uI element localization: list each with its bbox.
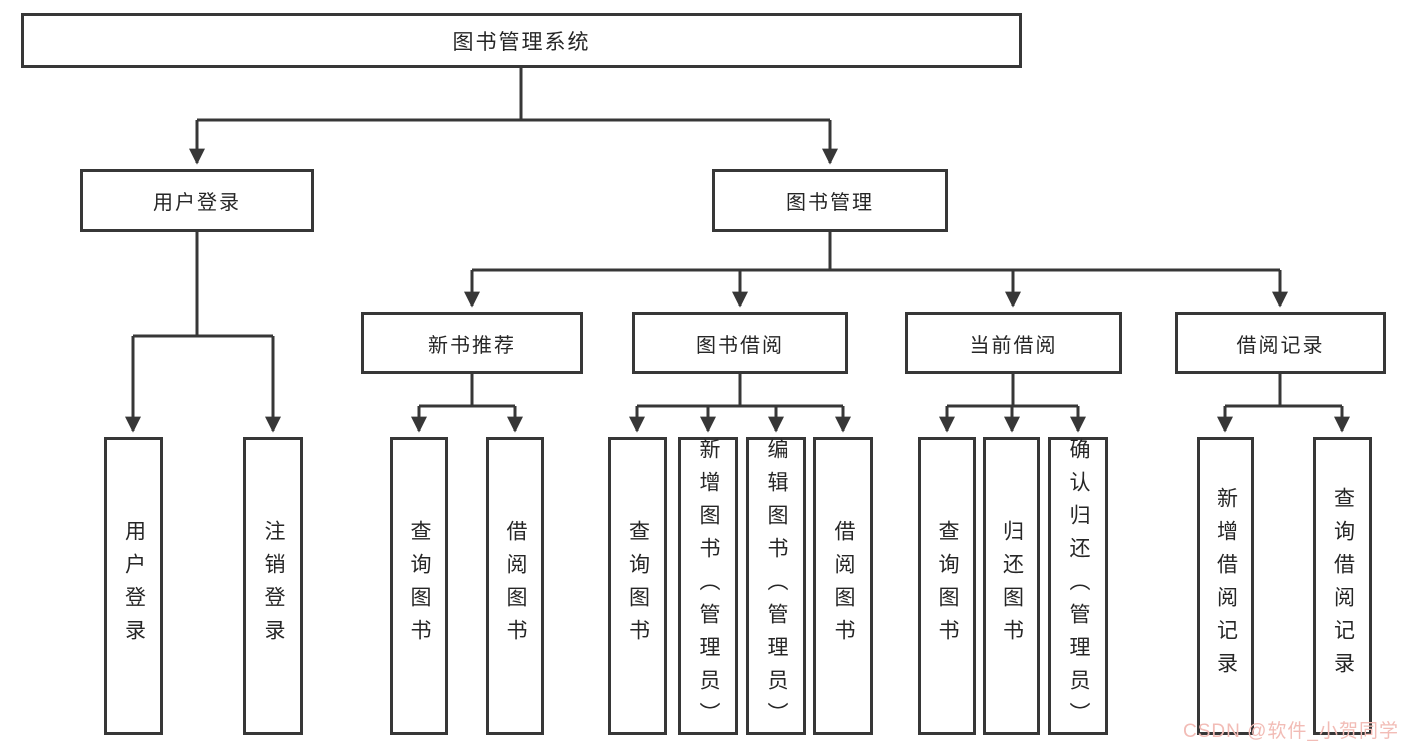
leaf-query-borrow-record: 查询借阅记录 — [1313, 437, 1372, 735]
leaf-query-books-borrowing: 查询图书 — [608, 437, 667, 735]
leaf-query-books-recommend: 查询图书 — [390, 437, 448, 735]
node-label: 借阅图书 — [504, 520, 528, 652]
node-label: 查询图书 — [408, 520, 432, 652]
leaf-confirm-return-admin: 确认归还（管理员） — [1048, 437, 1108, 735]
node-label: 查询图书 — [936, 520, 960, 652]
node-label: 编辑图书（管理员） — [765, 437, 789, 735]
csdn-watermark: CSDN @软件_小贺同学 — [1183, 721, 1399, 742]
node-label: 新增借阅记录 — [1214, 487, 1238, 685]
node-label: 新增图书（管理员） — [697, 437, 721, 735]
node-user-login: 用户登录 — [80, 169, 314, 232]
node-borrowing-records: 借阅记录 — [1175, 312, 1386, 374]
leaf-borrow-books: 借阅图书 — [813, 437, 873, 735]
node-label: 查询图书 — [626, 520, 650, 652]
node-label: 确认归还（管理员） — [1067, 437, 1091, 735]
node-label: 归还图书 — [1000, 520, 1024, 652]
node-book-management: 图书管理 — [712, 169, 948, 232]
node-label: 查询借阅记录 — [1331, 487, 1355, 685]
node-label: 注销登录 — [262, 520, 286, 652]
leaf-add-borrow-record: 新增借阅记录 — [1197, 437, 1254, 735]
node-label: 图书管理系统 — [452, 30, 591, 54]
leaf-query-books-current: 查询图书 — [918, 437, 976, 735]
node-label: 图书借阅 — [696, 334, 784, 357]
node-label: 新书推荐 — [428, 334, 516, 357]
node-library-management-system: 图书管理系统 — [21, 13, 1022, 68]
node-new-book-recommend: 新书推荐 — [361, 312, 583, 374]
node-book-borrowing: 图书借阅 — [632, 312, 848, 374]
node-current-borrowing: 当前借阅 — [905, 312, 1122, 374]
node-label: 图书管理 — [786, 192, 874, 214]
leaf-user-login: 用户登录 — [104, 437, 163, 735]
leaf-edit-book-admin: 编辑图书（管理员） — [746, 437, 806, 735]
leaf-return-books: 归还图书 — [983, 437, 1040, 735]
node-label: 当前借阅 — [969, 334, 1058, 357]
leaf-logout: 注销登录 — [243, 437, 303, 735]
node-label: 用户登录 — [153, 192, 241, 214]
node-label: 借阅记录 — [1236, 334, 1325, 357]
leaf-add-book-admin: 新增图书（管理员） — [678, 437, 738, 735]
leaf-borrow-books-recommend: 借阅图书 — [486, 437, 544, 735]
node-label: 借阅图书 — [832, 520, 856, 652]
node-label: 用户登录 — [122, 520, 146, 652]
